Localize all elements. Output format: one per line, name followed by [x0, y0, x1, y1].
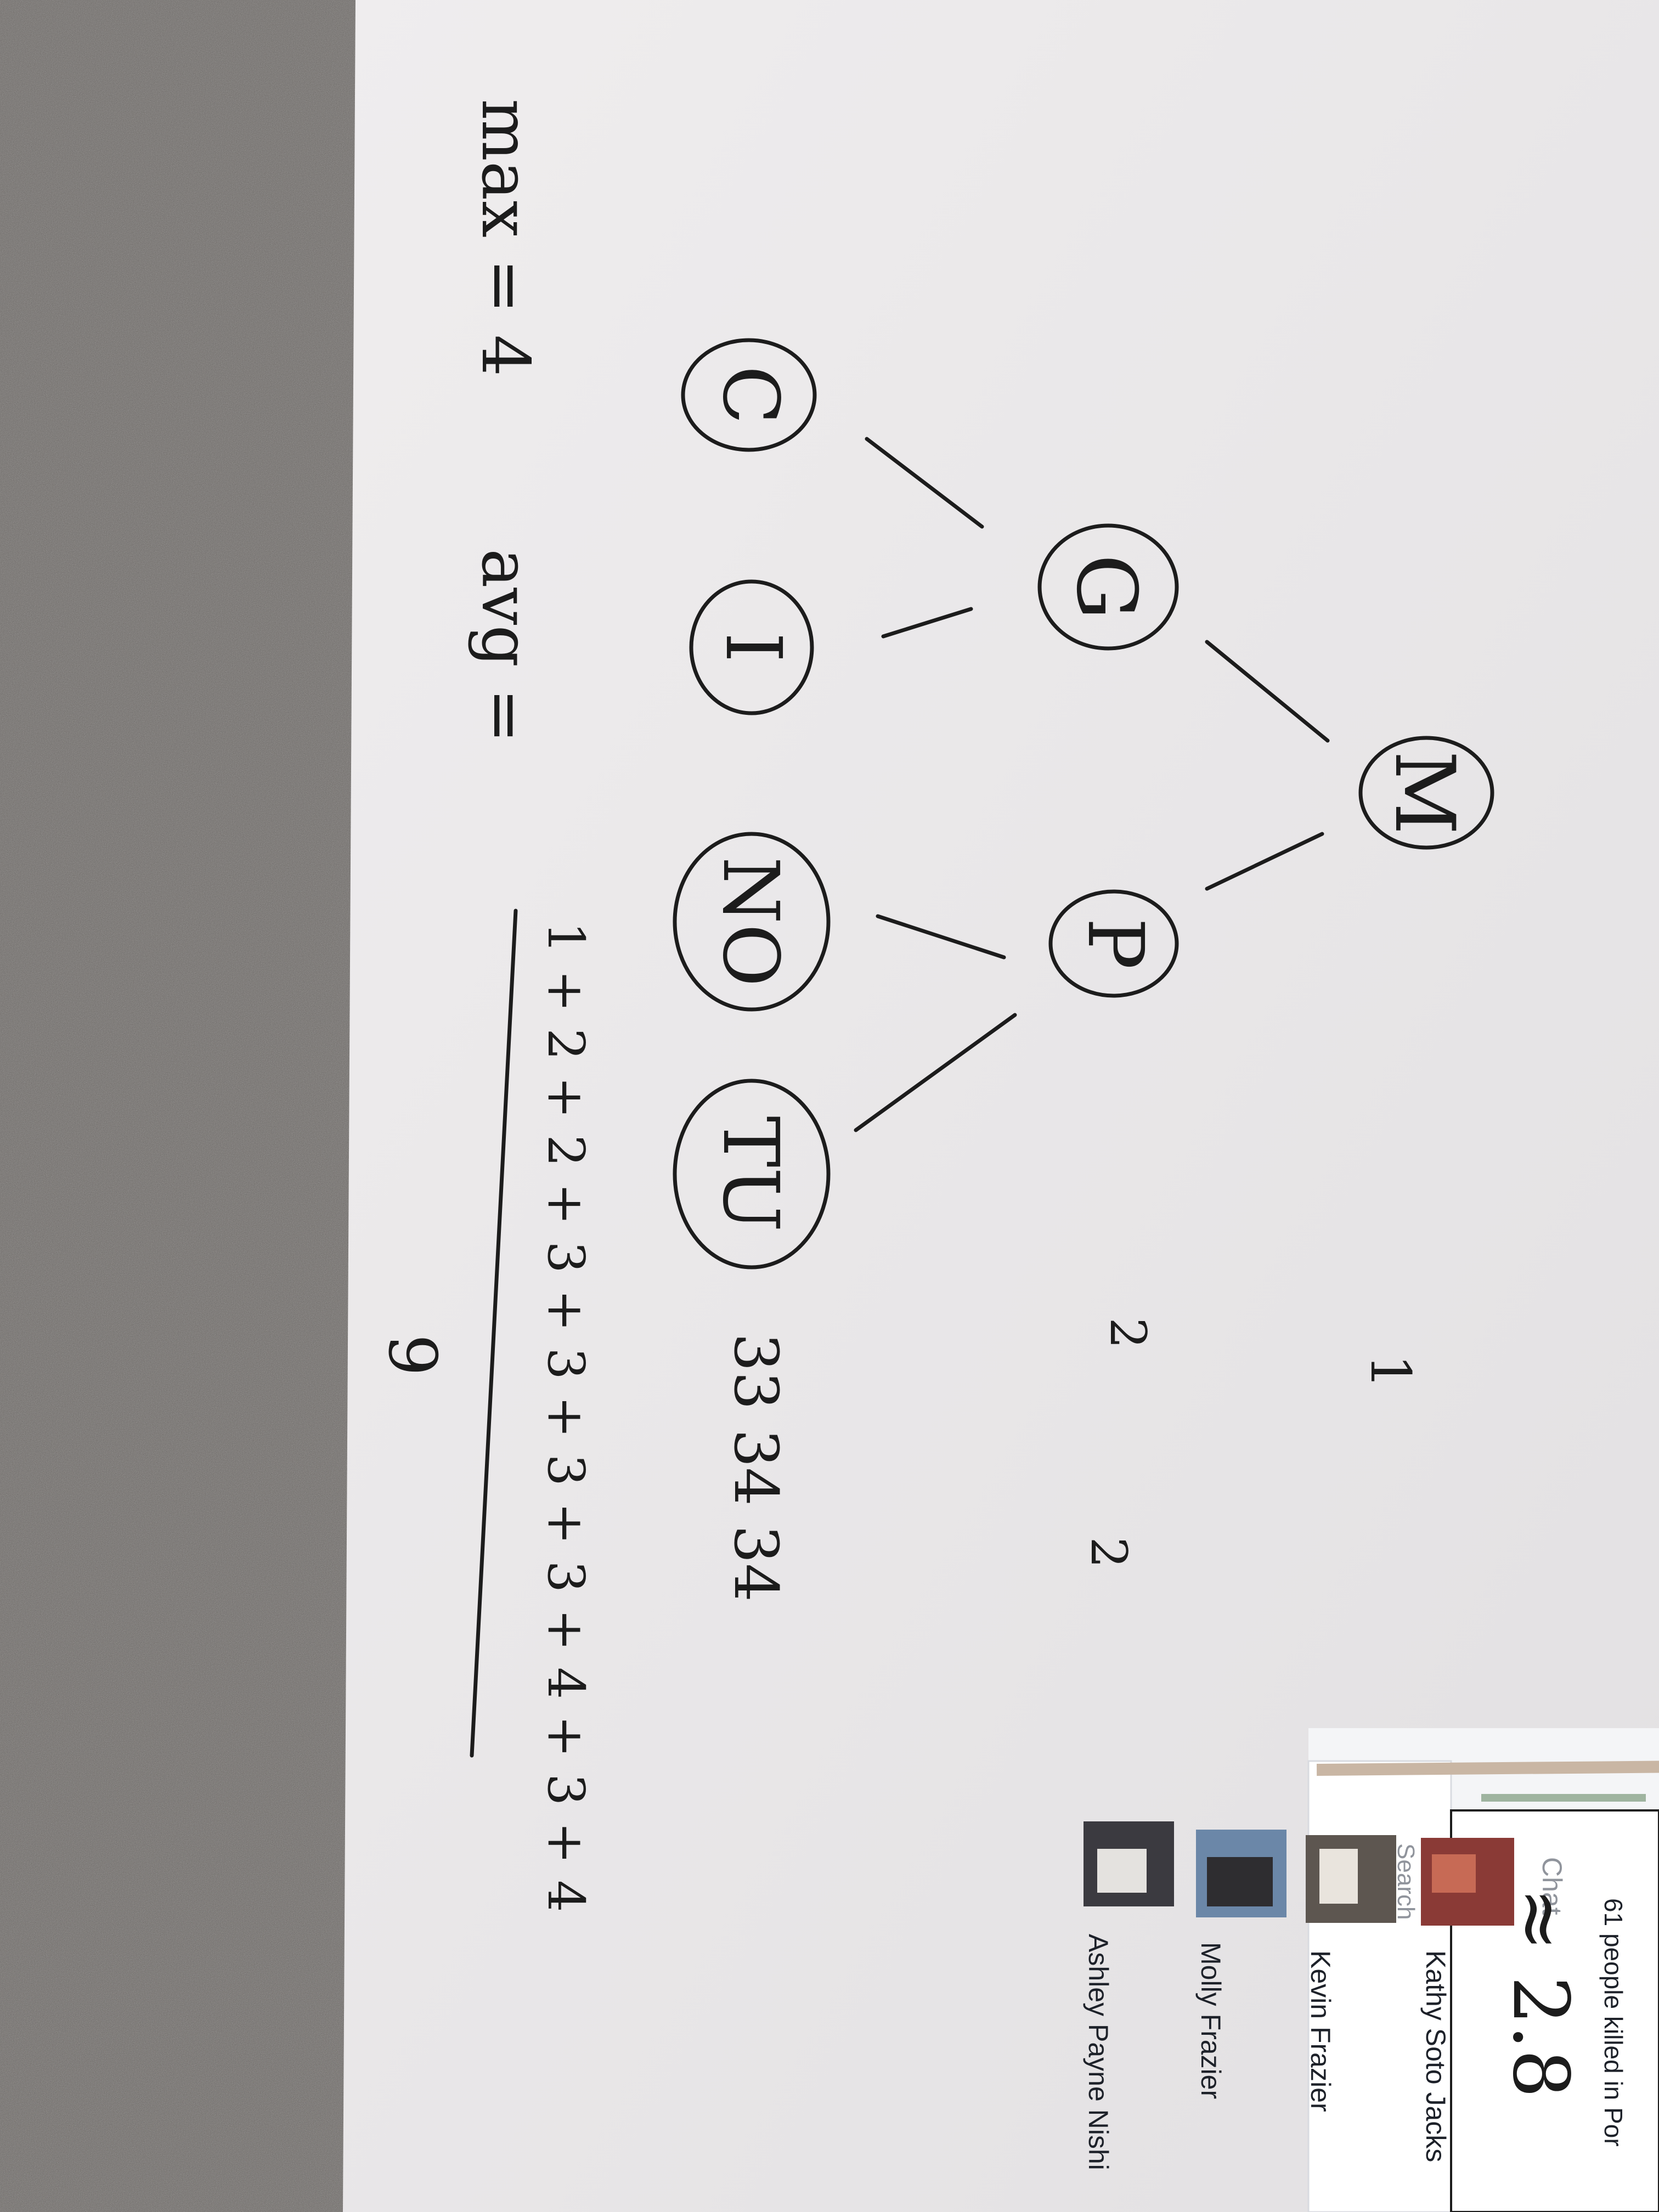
node-c: C: [706, 365, 795, 424]
image-strip-2: [1481, 1794, 1646, 1802]
node-i: I: [708, 632, 798, 662]
chat-contact[interactable]: Molly Frazier: [1195, 1830, 1286, 2099]
svg-text:Chat: Chat: [1537, 1857, 1567, 1915]
tree-diagram: [470, 338, 1494, 1758]
edge-p-no: [876, 914, 1006, 960]
contact-name: Molly Frazier: [1195, 1942, 1226, 2099]
contact-name: Kevin Frazier: [1305, 1950, 1336, 2112]
svg-text:61 people killed in Por: 61 people killed in Por: [1599, 1898, 1628, 2147]
node-circle-m: [1358, 736, 1494, 850]
avatar-detail: [1319, 1849, 1358, 1904]
leaf-depths: 33 34 34: [721, 1333, 791, 1602]
edge-m-g: [1205, 640, 1330, 743]
avatar-detail: [1207, 1857, 1273, 1906]
node-p: P: [1070, 918, 1160, 969]
edge-g-i: [881, 607, 973, 639]
avatar-detail: [1097, 1849, 1147, 1893]
max-label: max = 4: [467, 99, 543, 376]
svg-text:Search: Search: [1392, 1843, 1419, 1920]
node-circle-g: [1037, 523, 1179, 651]
contact-name: Kathy Soto Jacks: [1420, 1950, 1451, 2162]
level-label-1: 1: [1358, 1354, 1423, 1389]
node-circle-i: [689, 579, 814, 715]
level-label-2b: 2: [1080, 1537, 1137, 1568]
node-circle-p: [1048, 889, 1179, 998]
node-circle-c: [681, 338, 817, 452]
chat-contact[interactable]: Kathy Soto Jacks: [1420, 1838, 1514, 2162]
avg-label: avg =: [467, 549, 543, 743]
node-circle-no: [673, 832, 831, 1012]
level-label-2a: 2: [1099, 1317, 1156, 1348]
headline-partial: 61 people killed in Por: [1599, 1898, 1628, 2147]
node-no: NO: [706, 856, 795, 986]
node-tu: TU: [706, 1116, 795, 1232]
result: ≈ 2.8: [1496, 1887, 1585, 2098]
chat-contact[interactable]: Ashley Payne Nishi: [1083, 1821, 1174, 2170]
fraction-bar: [470, 909, 518, 1758]
search-label[interactable]: Search: [1392, 1843, 1419, 1920]
node-g: G: [1058, 554, 1154, 620]
node-m: M: [1376, 751, 1472, 835]
edge-m-p: [1205, 832, 1324, 891]
numerator: 1 + 2 + 2 + 3 + 3 + 3 + 3 + 4 + 3 + 4: [537, 922, 595, 1912]
chat-contact[interactable]: Kevin Frazier: [1305, 1835, 1396, 2112]
denominator: 9: [374, 1334, 450, 1376]
node-circle-tu: [673, 1079, 831, 1269]
edge-p-tu: [854, 1013, 1017, 1132]
edge-g-c: [865, 437, 984, 529]
contact-name: Ashley Payne Nishi: [1083, 1934, 1114, 2170]
chat-title: Chat: [1537, 1857, 1567, 1915]
paper-sheet: [343, 0, 1659, 2212]
monitor-screen: 61 people killed in Por Chat Search Kath…: [1083, 1728, 1659, 2212]
avatar-detail: [1432, 1854, 1476, 1893]
desk-texture: [0, 0, 384, 2212]
image-strip: [1317, 1760, 1659, 1776]
